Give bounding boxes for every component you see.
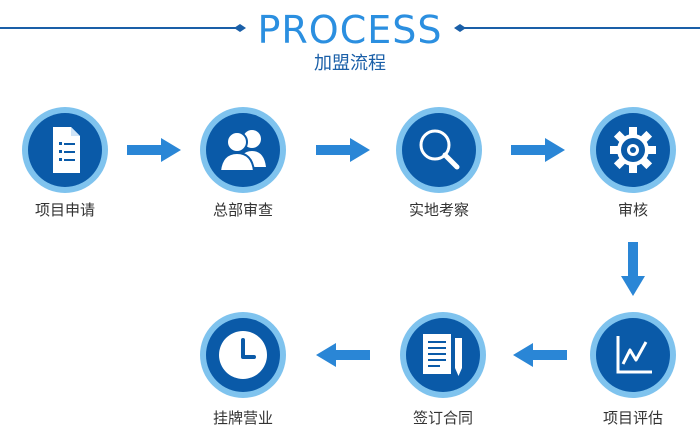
title-cn: 加盟流程 [314,53,386,74]
document-pen-icon [400,312,486,398]
step-7-label: 挂牌营业 [212,409,273,427]
arrow-right-icon [316,138,370,162]
step-4-label: 审核 [617,201,648,219]
step-1-label: 项目申请 [34,201,95,219]
title-en: PROCESS [257,8,443,52]
step-3-label: 实地考察 [408,201,469,219]
chart-icon [590,312,676,398]
arrow-right-icon [127,138,181,162]
arrow-left-icon [513,343,567,367]
step-6-label: 签订合同 [412,409,473,427]
arrow-right-icon [511,138,565,162]
header: PROCESS 加盟流程 [0,0,700,80]
header-lines [0,24,700,32]
clock-icon [200,312,286,398]
arrow-left-icon [316,343,370,367]
magnifier-icon [396,107,482,193]
arrow-down-icon [621,242,645,296]
step-5-label: 项目评估 [602,409,663,427]
gear-icon [590,107,676,193]
users-icon [200,107,286,193]
document-list-icon [22,107,108,193]
step-2-label: 总部审查 [212,201,273,219]
